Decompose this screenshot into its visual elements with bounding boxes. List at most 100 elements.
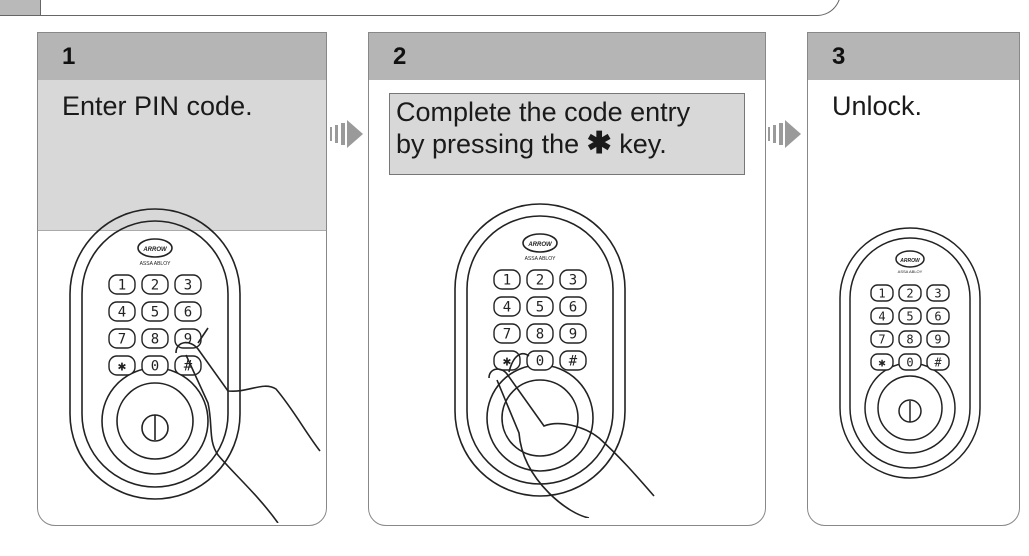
keypad-key-label: #	[569, 354, 578, 370]
keypad-key-label: #	[934, 355, 942, 369]
brand-logo-3: ARROW	[899, 258, 921, 264]
keypad-key-8	[526, 323, 554, 344]
arrow-right-icon-2	[768, 120, 801, 148]
step-2-text-area: Complete the code entry by pressing the …	[369, 80, 765, 203]
keypad-key-8	[898, 330, 922, 348]
keypad-key-label: 0	[536, 354, 544, 370]
keypad-key-star	[493, 350, 521, 371]
brand-logo-1: ARROW	[142, 247, 168, 253]
keypad-key-label: ✱	[503, 354, 512, 370]
keypad-key-star	[108, 355, 136, 376]
keypad-key-label: 6	[569, 300, 577, 316]
step-2-line-2-pre: by pressing the	[396, 129, 587, 159]
keypad-key-hash	[926, 353, 950, 371]
keypad-key-star	[870, 353, 894, 371]
keypad-key-label: 3	[569, 273, 577, 289]
keypad-key-4	[493, 296, 521, 317]
step-1-text-area: Enter PIN code.	[38, 80, 326, 231]
step-2-number: 2	[393, 43, 407, 70]
keypad-key-hash	[559, 350, 587, 371]
keypad-key-6	[174, 301, 202, 322]
keypad-key-label: 2	[151, 278, 159, 294]
arrow-right-icon-1	[330, 120, 363, 148]
keypad-key-label: 5	[906, 309, 913, 323]
keypad-key-label: 6	[934, 309, 941, 323]
hand-icon-2	[488, 352, 655, 518]
step-2-text-box: Complete the code entry by pressing the …	[389, 93, 745, 175]
step-2-line-1: Complete the code entry	[396, 97, 691, 127]
brand-logo-2: ARROW	[527, 242, 553, 248]
keypad-key-label: ✱	[878, 355, 885, 369]
keypad-key-label: 8	[536, 327, 544, 343]
step-3-instruction: Unlock.	[832, 91, 923, 121]
step-2-panel: 2 Complete the code entry by pressing th…	[368, 32, 766, 526]
step-2-instruction: Complete the code entry by pressing the …	[396, 96, 690, 160]
keypad-key-label: 4	[878, 309, 885, 323]
keypad-key-label: 7	[503, 327, 511, 343]
keypad-key-label: 5	[536, 300, 544, 316]
keypad-key-label: ✱	[118, 359, 127, 375]
hand-icon-1	[175, 327, 321, 523]
keypad-key-label: 9	[569, 327, 577, 343]
keypad-key-label: 5	[151, 305, 159, 321]
keypad-key-7	[493, 323, 521, 344]
keypad-key-7	[870, 330, 894, 348]
keypad-key-4	[870, 307, 894, 325]
keypad-key-0	[898, 353, 922, 371]
keypad-key-4	[108, 301, 136, 322]
keypad-key-3	[926, 284, 950, 302]
step-2-number-bar: 2	[369, 33, 765, 80]
keypad-key-label: 9	[184, 332, 192, 348]
keypad-key-label: 8	[151, 332, 159, 348]
step-3-text-area: Unlock.	[808, 80, 1019, 230]
step-1-number: 1	[62, 43, 76, 70]
keypad-key-1	[870, 284, 894, 302]
star-key-icon: ✱	[586, 127, 612, 160]
keypad-key-label: 3	[934, 286, 941, 300]
keypad-key-5	[141, 301, 169, 322]
brand-sub-1: ASSA ABLOY	[140, 261, 172, 267]
keypad-key-6	[926, 307, 950, 325]
keypad-key-hash	[174, 355, 202, 376]
keypad-key-7	[108, 328, 136, 349]
keypad-key-8	[141, 328, 169, 349]
keypad-key-5	[898, 307, 922, 325]
keypad-key-label: 1	[878, 286, 885, 300]
keypad-key-label: 0	[151, 359, 159, 375]
brand-sub-2: ASSA ABLOY	[525, 256, 557, 262]
brand-sub-3: ASSA ABLOY	[898, 269, 923, 274]
keypad-key-label: 3	[184, 278, 192, 294]
keypad-key-label: 2	[536, 273, 544, 289]
step-3-number: 3	[832, 43, 846, 70]
step-1-number-bar: 1	[38, 33, 326, 80]
keypad-key-9	[926, 330, 950, 348]
keypad-key-5	[526, 296, 554, 317]
keypad-key-label: 4	[118, 305, 126, 321]
step-3-number-bar: 3	[808, 33, 1019, 80]
keypad-key-6	[559, 296, 587, 317]
banner-tab	[0, 0, 41, 15]
keypad-key-label: 4	[503, 300, 511, 316]
keypad-key-9	[559, 323, 587, 344]
keypad-key-label: 1	[118, 278, 126, 294]
keypad-key-label: 8	[906, 332, 913, 346]
keypad-key-label: #	[184, 359, 193, 375]
keypad-key-3	[559, 269, 587, 290]
keypad-key-label: 6	[184, 305, 192, 321]
keypad-key-label: 7	[878, 332, 885, 346]
keypad-key-0	[526, 350, 554, 371]
step-1-instruction: Enter PIN code.	[62, 91, 253, 121]
keypad-key-1	[493, 269, 521, 290]
keypad-key-3	[174, 274, 202, 295]
keypad-key-0	[141, 355, 169, 376]
top-banner	[0, 0, 841, 16]
keypad-key-label: 2	[906, 286, 913, 300]
keypad-key-2	[526, 269, 554, 290]
keypad-key-2	[898, 284, 922, 302]
